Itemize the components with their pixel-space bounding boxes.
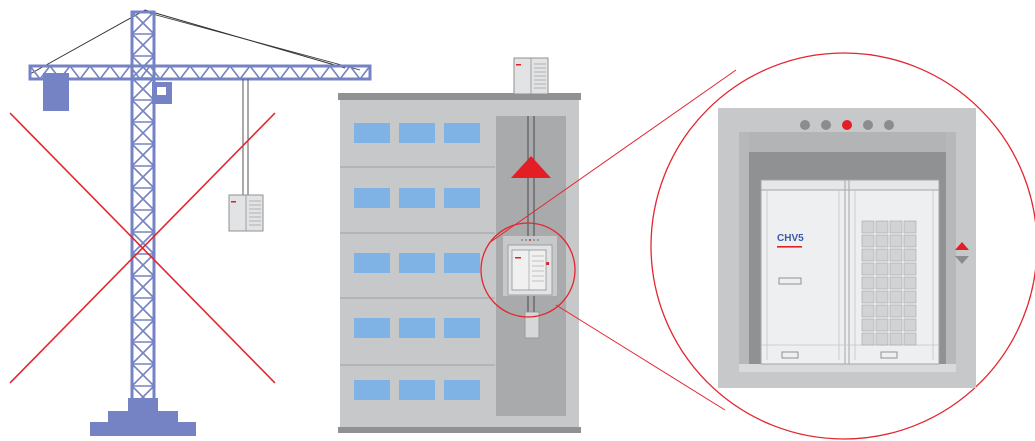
grille-cell <box>861 318 875 332</box>
outdoor-unit-icon <box>513 57 549 95</box>
cross-out-icon <box>9 112 276 384</box>
fan-grille <box>861 220 917 346</box>
grille-cell <box>861 304 875 318</box>
grille-cell <box>903 332 917 346</box>
window <box>354 380 390 400</box>
grille-cell <box>861 290 875 304</box>
grille-cell <box>903 234 917 248</box>
grille-cell <box>861 220 875 234</box>
grille-cell <box>889 220 903 234</box>
outdoor-unit-icon <box>228 194 264 232</box>
grille-cell <box>875 276 889 290</box>
indicator-light <box>863 120 873 130</box>
grille-cell <box>903 304 917 318</box>
grille-cell <box>875 290 889 304</box>
crane-mast <box>130 10 156 409</box>
window <box>444 318 480 338</box>
unit-handle <box>778 277 802 285</box>
window <box>399 253 435 273</box>
indicator-light <box>821 120 831 130</box>
grille-cell <box>875 332 889 346</box>
window <box>354 123 390 143</box>
window <box>399 380 435 400</box>
brand-underline <box>777 246 802 248</box>
window <box>444 188 480 208</box>
crane-counterweight <box>43 73 69 111</box>
grille-cell <box>889 234 903 248</box>
grille-cell <box>861 332 875 346</box>
elevator-car <box>503 236 557 296</box>
grille-cell <box>889 276 903 290</box>
grille-cell <box>861 248 875 262</box>
crane-cab <box>152 82 172 104</box>
window <box>354 253 390 273</box>
grille-cell <box>861 234 875 248</box>
window <box>399 318 435 338</box>
window <box>399 188 435 208</box>
grille-cell <box>903 318 917 332</box>
tower-crane-icon <box>28 9 372 436</box>
grille-cell <box>889 262 903 276</box>
window <box>444 380 480 400</box>
grille-cell <box>875 220 889 234</box>
grille-cell <box>889 304 903 318</box>
grille-cell <box>903 290 917 304</box>
indicator-light <box>842 120 852 130</box>
outdoor-unit-icon: CHV5 <box>760 179 940 365</box>
grille-cell <box>875 234 889 248</box>
indicator-light <box>884 120 894 130</box>
crane-jib <box>28 64 372 81</box>
grille-cell <box>861 262 875 276</box>
window <box>444 123 480 143</box>
grille-cell <box>889 248 903 262</box>
grille-cell <box>875 262 889 276</box>
grille-cell <box>875 248 889 262</box>
building-icon <box>338 57 581 433</box>
grille-cell <box>903 248 917 262</box>
grille-cell <box>889 290 903 304</box>
crane-base <box>90 398 196 436</box>
grille-cell <box>889 318 903 332</box>
brand-label: CHV5 <box>777 233 804 244</box>
grille-cell <box>903 276 917 290</box>
elevator-up-arrow-icon <box>511 156 551 178</box>
window <box>354 318 390 338</box>
building-windows <box>354 123 480 400</box>
grille-cell <box>903 220 917 234</box>
window <box>399 123 435 143</box>
grille-cell <box>861 276 875 290</box>
window <box>444 253 480 273</box>
elevator-call-button-icon <box>955 242 969 264</box>
indicator-light <box>800 120 810 130</box>
grille-cell <box>889 332 903 346</box>
window <box>354 188 390 208</box>
grille-cell <box>903 262 917 276</box>
grille-cell <box>875 304 889 318</box>
floor-indicator-lights <box>800 120 894 130</box>
grille-cell <box>875 318 889 332</box>
